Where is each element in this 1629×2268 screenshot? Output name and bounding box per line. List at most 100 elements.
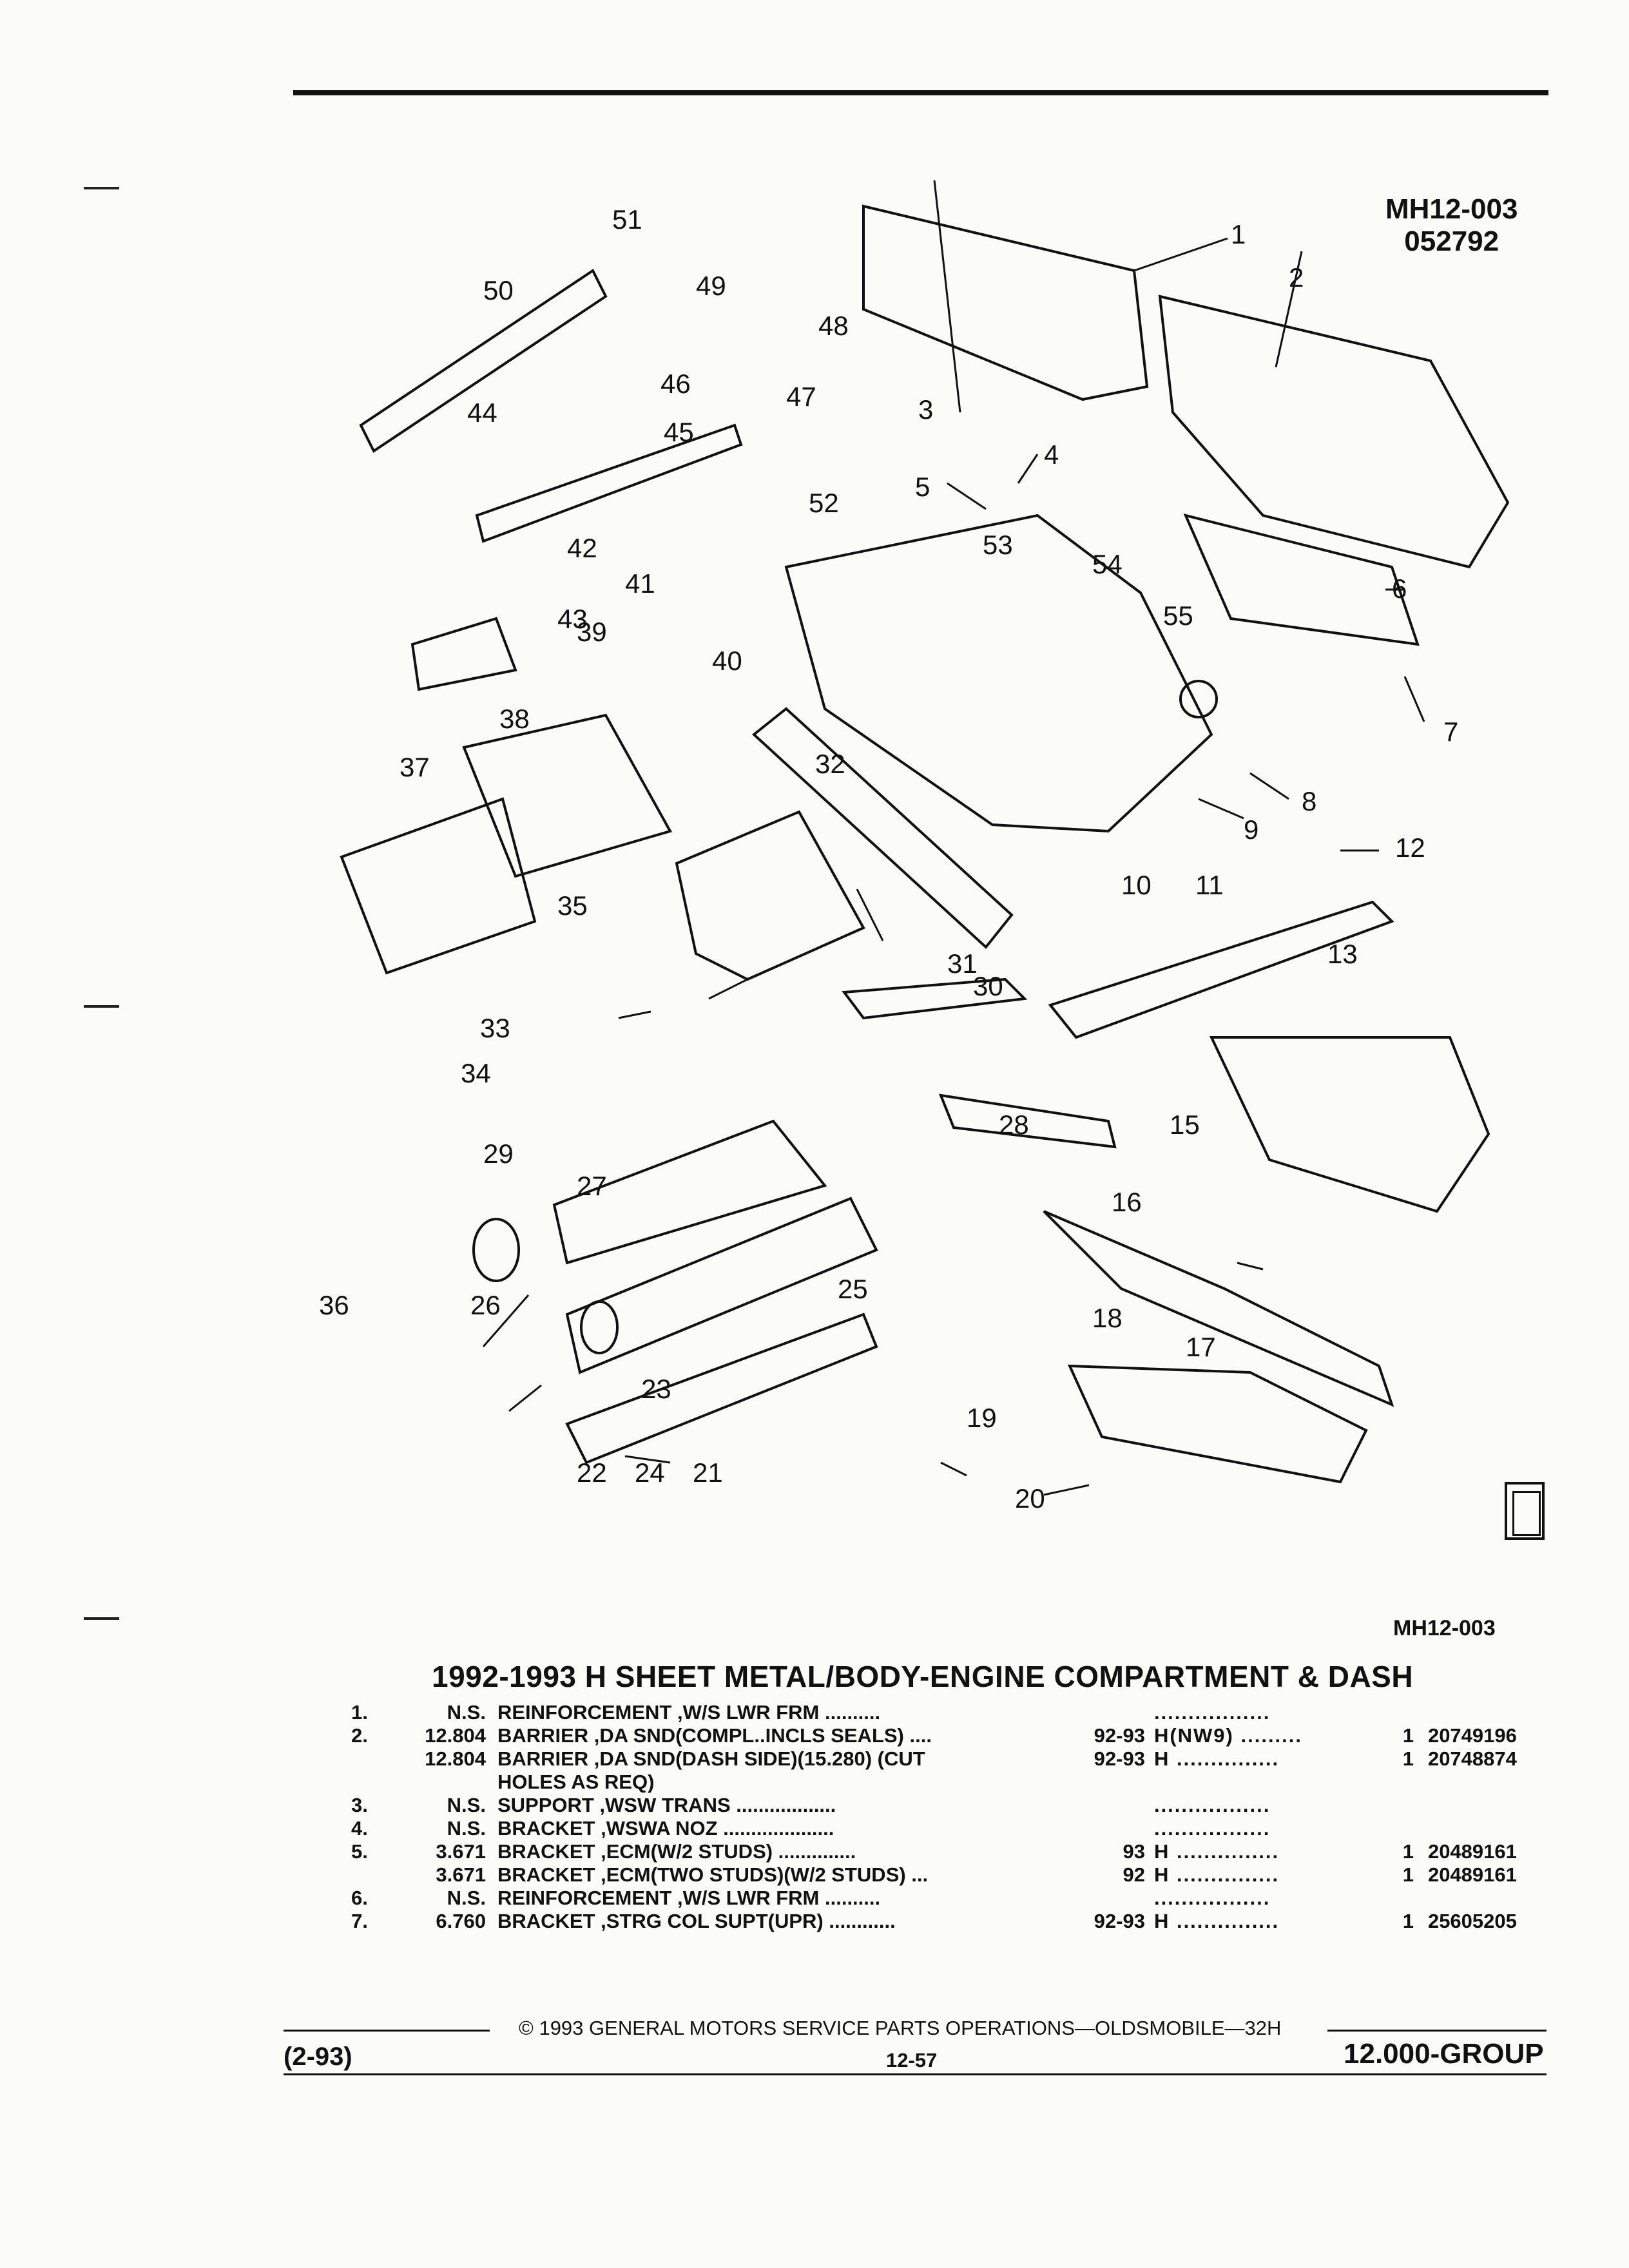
description: BRACKET ,STRG COL SUPT(UPR) ............ [497,1910,896,1932]
callout-label: 55 [1163,601,1193,631]
part-outline [472,1218,520,1282]
part-number [1428,1771,1550,1794]
model-years [1049,1771,1154,1794]
quantity [1375,1887,1428,1910]
illus-number: 12.804 [425,1747,486,1770]
callout-label: 30 [973,971,1003,1001]
margin-mark [84,1005,119,1008]
part-outline [1048,900,1394,1039]
quantity: 1 [1402,1840,1414,1863]
callout-label: 35 [557,890,588,921]
model-years: 92-93 [1094,1747,1145,1770]
callout-label: 54 [1092,549,1123,579]
footer-rule-left [284,2030,490,2032]
callout-label: 32 [815,749,845,779]
gm-logo-inner [1512,1491,1541,1536]
callout-label: 2 [1289,262,1304,293]
margin-mark [84,1617,119,1620]
part-outline [1067,1364,1368,1484]
table-row: HOLES AS REQ) [351,1771,1550,1794]
part-number: 20489161 [1427,1840,1517,1863]
series-code: ................. [1153,1701,1271,1724]
part-number: 20748874 [1427,1747,1517,1770]
gm-logo-box [1505,1482,1545,1540]
figure-code: MH12-003 052792 [1385,193,1518,258]
callout-label: 42 [567,533,597,563]
callout-label: 37 [400,752,430,782]
illus-number: 3.671 [436,1840,486,1863]
model-years: 93 [1123,1840,1145,1863]
callout-label: 45 [664,417,694,447]
copyright-text: © 1993 GENERAL MOTORS SERVICE PARTS OPER… [519,2017,1282,2039]
leader-line [1403,676,1425,722]
item-number: 5. [351,1840,368,1863]
quantity [1375,1794,1428,1817]
footer-copyright-line: © 1993 GENERAL MOTORS SERVICE PARTS OPER… [284,2017,1547,2042]
callout-label: 15 [1170,1110,1200,1140]
leader-line [1237,1262,1264,1271]
table-row: 6. N.S. REINFORCEMENT ,W/S LWR FRM .....… [351,1887,1550,1910]
callout-label: 27 [577,1171,607,1201]
item-number: 6. [351,1887,368,1909]
part-number [1428,1817,1550,1840]
table-row: 7. 6.760 BRACKET ,STRG COL SUPT(UPR) ...… [351,1910,1550,1933]
group-label: 12.000-GROUP [1344,2038,1544,2070]
model-years [1049,1887,1154,1910]
callout-label: 33 [480,1013,510,1043]
part-outline [751,707,1014,949]
diagram-svg: 1 2 3 4 5 6 7 8 9 10 11 12 13 15 16 17 1… [319,180,1510,1514]
leader-line [508,1384,542,1412]
part-outline [938,1093,1117,1149]
model-years [1049,1817,1154,1840]
item-number [351,1863,403,1887]
quantity [1375,1701,1428,1724]
description: BRACKET ,WSWA NOZ .................... [497,1817,834,1840]
quantity: 1 [1402,1910,1414,1932]
part-number [1428,1701,1550,1724]
callout-label: 1 [1231,219,1246,249]
table-row: 4. N.S. BRACKET ,WSWA NOZ ..............… [351,1817,1550,1840]
callout-label: 49 [696,271,726,301]
item-number: 1. [351,1701,368,1724]
callout-label: 5 [915,472,930,502]
callout-label: 3 [918,394,933,425]
description: SUPPORT ,WSW TRANS .................. [497,1794,836,1816]
callout-label: 23 [641,1374,671,1404]
description: BRACKET ,ECM(W/2 STUDS) .............. [497,1840,856,1863]
table-row: 2. 12.804 BARRIER ,DA SND(COMPL..INCLS S… [351,1724,1550,1747]
series-code: H(NW9) ......... [1153,1724,1303,1747]
description: BARRIER ,DA SND(DASH SIDE)(15.280) (CUT [497,1747,925,1770]
callout-label: 13 [1327,939,1358,969]
table-row: 5. 3.671 BRACKET ,ECM(W/2 STUDS) .......… [351,1840,1550,1863]
description: HOLES AS REQ) [497,1771,655,1793]
callout-label: 39 [577,617,607,647]
callout-label: 9 [1244,814,1258,845]
callout-label: 47 [786,381,816,412]
part-outline [359,269,608,453]
callout-label: 46 [660,369,691,399]
quantity: 1 [1402,1747,1414,1770]
callout-label: 31 [947,948,978,979]
part-outline [462,713,672,878]
callout-label: 8 [1302,786,1316,816]
item-number: 2. [351,1724,368,1747]
callout-label: 50 [483,275,514,305]
part-outline [1043,1210,1394,1407]
margin-mark [84,187,119,189]
part-number [1428,1887,1550,1910]
callout-label: 7 [1443,716,1458,747]
leader-line [940,1461,967,1477]
part-outline [842,977,1028,1020]
part-outline [565,1312,878,1465]
leader-line [1198,798,1244,820]
illus-number: N.S. [447,1701,486,1724]
callout-label: 4 [1044,439,1059,470]
item-number [351,1747,403,1771]
leader-line [1133,237,1228,272]
quantity: 1 [1402,1863,1414,1886]
callout-label: 11 [1195,870,1224,900]
series-code: H ............... [1153,1840,1280,1863]
callout-label: 20 [1015,1483,1045,1514]
revision-date: (2-93) [284,2042,352,2071]
callout-label: 36 [319,1290,349,1320]
